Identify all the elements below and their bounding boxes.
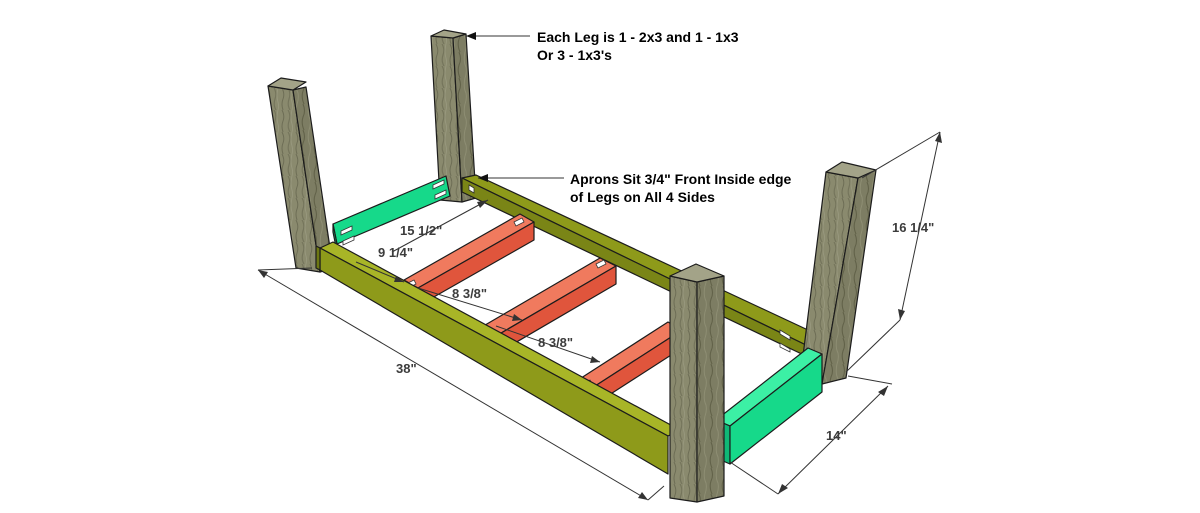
dimension-gap-third	[495, 325, 601, 363]
pocket-hole	[340, 225, 353, 236]
apron-callout-line1: Aprons Sit 3/4" Front Inside edge	[570, 171, 792, 187]
dimension-length-label: 38"	[396, 361, 417, 376]
apron-callout-leader	[478, 174, 564, 182]
dimension-height	[845, 131, 942, 373]
front-right-leg-top	[669, 263, 725, 283]
dimension-width-label: 14"	[826, 428, 847, 443]
pocket-hole	[779, 342, 791, 353]
dimension-gap-second	[417, 287, 523, 321]
dimension-gap-second-label: 8 3/8"	[452, 286, 487, 301]
left-short-apron	[332, 175, 451, 253]
front-right-leg-side-face	[696, 275, 725, 503]
pocket-hole	[513, 217, 525, 227]
back-right-leg	[799, 161, 877, 385]
right-short-apron	[715, 347, 823, 465]
front-right-leg	[669, 263, 725, 503]
dimension-inner-length-label: 15 1/2"	[400, 223, 442, 238]
dimension-gap-first	[355, 261, 405, 283]
dimension-gap-first-label: 9 1/4"	[378, 245, 413, 260]
pocket-hole	[342, 235, 355, 246]
pocket-hole	[779, 329, 791, 341]
dimension-inner-length	[391, 199, 489, 253]
pocket-hole	[434, 189, 447, 200]
pocket-hole	[595, 259, 607, 269]
back-center-leg	[430, 29, 477, 203]
dimension-length	[257, 267, 665, 501]
back-center-leg-top	[430, 29, 467, 39]
pocket-hole	[468, 184, 475, 194]
dimension-height-label: 16 1/4"	[892, 220, 934, 235]
leg-callout-line1: Each Leg is 1 - 2x3 and 1 - 1x3	[537, 29, 739, 45]
back-left-leg	[267, 77, 334, 273]
leg-callout-line2: Or 3 - 1x3's	[537, 47, 612, 63]
dimension-width	[729, 375, 893, 495]
back-left-leg-top	[267, 77, 307, 91]
front-right-leg-front-face	[669, 275, 698, 503]
pocket-hole	[432, 179, 445, 190]
leg-callout-leader	[466, 32, 530, 40]
apron-callout-line2: of Legs on All 4 Sides	[570, 189, 715, 205]
dimension-gap-third-label: 8 3/8"	[538, 335, 573, 350]
